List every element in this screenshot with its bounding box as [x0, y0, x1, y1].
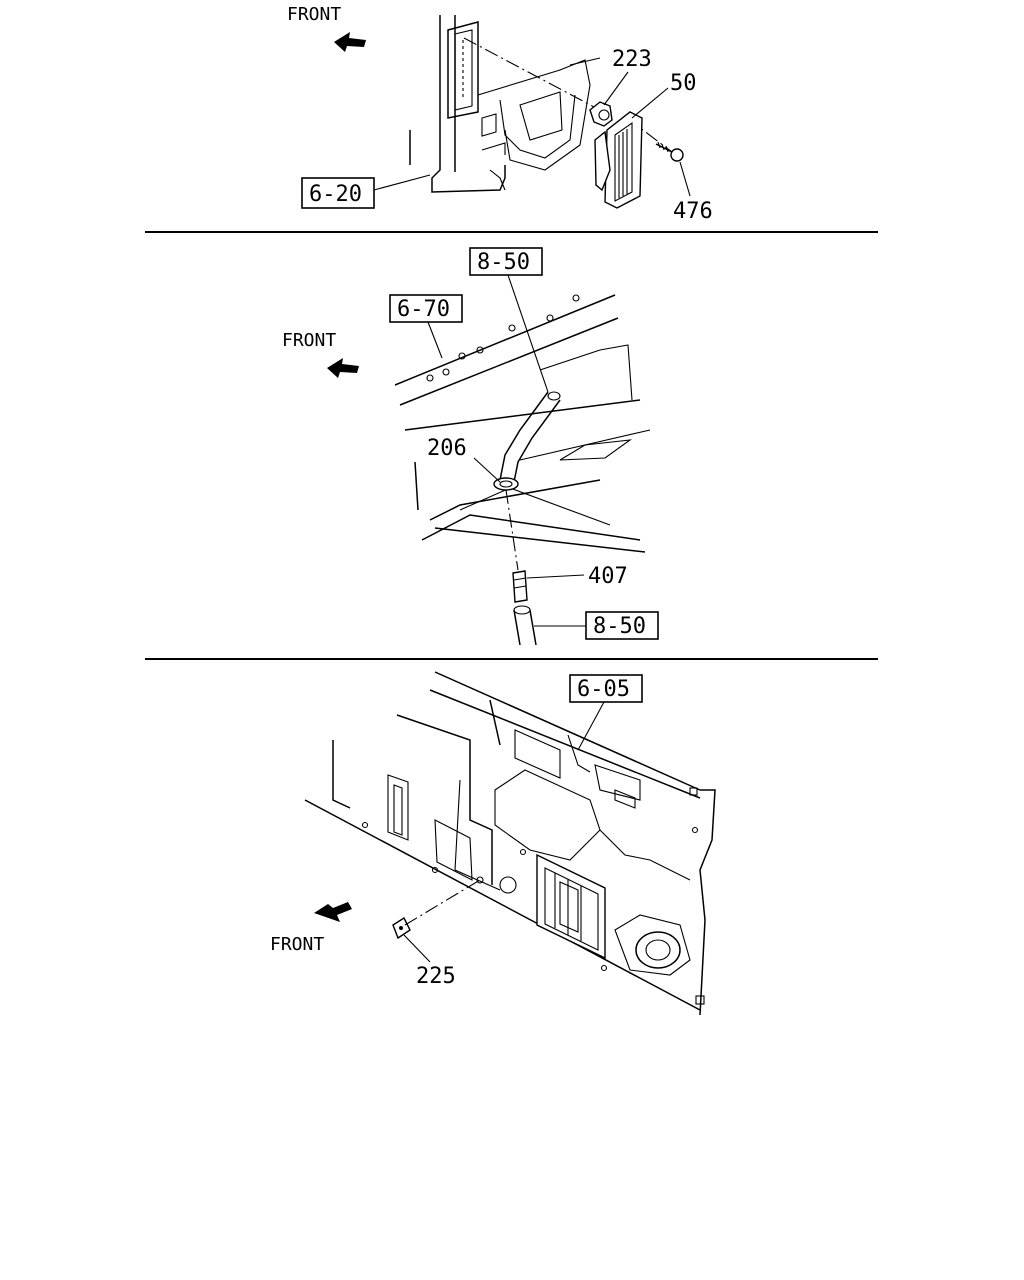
- leader-line: [679, 161, 691, 197]
- ref-box: [469, 247, 543, 276]
- panel-2: FRONT: [282, 247, 659, 646]
- leader-line: [631, 87, 669, 119]
- assembly-line: [505, 489, 519, 571]
- lower-hose: [513, 605, 537, 646]
- body-panel-drawing: [394, 294, 651, 553]
- leader-line: [373, 174, 431, 191]
- ref-box-label: 6-70: [397, 297, 450, 322]
- leader-line: [526, 574, 585, 579]
- ref-box-label: 6-20: [309, 182, 362, 207]
- panel-3: FRONT: [270, 671, 716, 1016]
- leader-line: [473, 457, 501, 483]
- leader-line: [403, 934, 431, 963]
- front-label: FRONT: [270, 934, 324, 955]
- dash-panel-drawing: [304, 671, 716, 1016]
- assembly-line: [404, 879, 481, 926]
- leader-line: [507, 274, 549, 393]
- front-arrow-icon: [327, 358, 359, 378]
- connector-407: [512, 570, 528, 603]
- callout-label: 50: [670, 71, 697, 96]
- body-panel-drawing: [409, 15, 601, 193]
- callout-label: 223: [612, 47, 652, 72]
- leader-line: [603, 71, 629, 106]
- clip-225: [392, 916, 411, 940]
- callout-label: 407: [588, 564, 628, 589]
- panel-1: FRONT: [287, 4, 713, 224]
- ref-box-label: 6-05: [577, 677, 630, 702]
- front-arrow-icon: [334, 32, 366, 52]
- callout-label: 476: [673, 199, 713, 224]
- front-arrow-icon: [314, 902, 352, 922]
- front-label: FRONT: [287, 4, 341, 25]
- clip-223: [589, 101, 613, 127]
- leader-line: [577, 701, 605, 751]
- ref-box-label: 8-50: [593, 614, 646, 639]
- leader-line: [427, 321, 443, 359]
- ref-box: [301, 177, 375, 209]
- vent-grille-50: [594, 111, 643, 209]
- ref-box: [569, 674, 643, 703]
- hose-pipe: [499, 391, 561, 483]
- callout-label: 206: [427, 436, 467, 461]
- assembly-line: [463, 37, 597, 109]
- screw-476: [655, 141, 684, 162]
- callout-label: 225: [416, 964, 456, 989]
- ref-box: [389, 294, 463, 323]
- front-label: FRONT: [282, 330, 336, 351]
- ref-box-label: 8-50: [477, 250, 530, 275]
